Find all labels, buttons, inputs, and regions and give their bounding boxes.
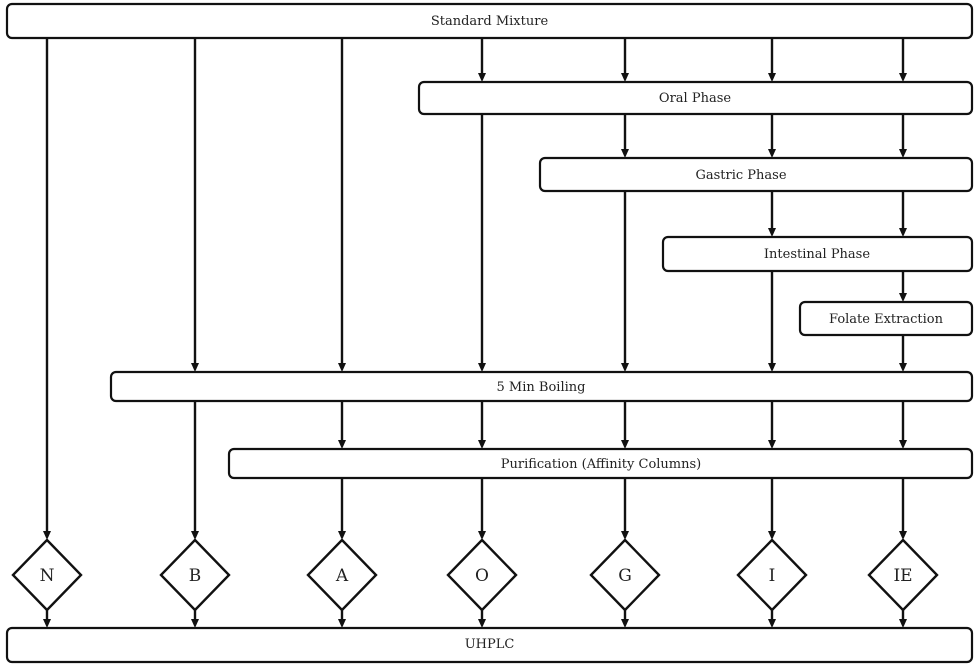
- gastric-phase-label: Gastric Phase: [695, 168, 786, 183]
- sample-node-i: I: [736, 538, 808, 612]
- gastric-phase-box: Gastric Phase: [538, 156, 974, 193]
- arrow-ie-oral-to-gastric-arrowhead: [899, 149, 907, 158]
- boiling-label: 5 Min Boiling: [497, 380, 586, 395]
- arrow-ie-purification-to-sample-arrowhead: [899, 531, 907, 540]
- folate-extraction-label: Folate Extraction: [829, 312, 944, 327]
- arrow-b-sample-to-uhplc-arrowhead: [191, 619, 199, 628]
- arrow-i-sample-to-uhplc-arrowhead: [768, 619, 776, 628]
- sample-node-g: G: [589, 538, 661, 612]
- arrow-o-oral-to-boiling-arrowhead: [478, 363, 486, 372]
- arrow-a-sample-to-uhplc-arrowhead: [338, 619, 346, 628]
- sample-label-b: B: [189, 566, 202, 586]
- arrow-g-purification-to-sample-arrowhead: [621, 531, 629, 540]
- arrow-i-purification-to-sample-arrowhead: [768, 531, 776, 540]
- arrow-ie-intestinal-to-folate-arrowhead: [899, 293, 907, 302]
- arrow-a-mixture-to-boiling-arrowhead: [338, 363, 346, 372]
- uhplc-label: UHPLC: [465, 637, 515, 652]
- arrow-g-gastric-to-boiling-arrowhead: [621, 363, 629, 372]
- arrow-i-mixture-to-oral-arrowhead: [768, 73, 776, 82]
- arrow-n-sample-to-uhplc-arrowhead: [43, 619, 51, 628]
- arrow-i-boiling-to-purification-arrowhead: [768, 440, 776, 449]
- purification-box: Purification (Affinity Columns): [227, 447, 974, 480]
- arrow-ie-boiling-to-purification-arrowhead: [899, 440, 907, 449]
- uhplc-box: UHPLC: [5, 626, 974, 664]
- sample-label-a: A: [335, 566, 349, 586]
- arrow-o-sample-to-uhplc-arrowhead: [478, 619, 486, 628]
- flow-connectors: [43, 38, 907, 628]
- arrow-i-intestinal-to-boiling-arrowhead: [768, 363, 776, 372]
- arrow-o-mixture-to-oral-arrowhead: [478, 73, 486, 82]
- arrow-ie-folate-to-boiling-arrowhead: [899, 363, 907, 372]
- boiling-box: 5 Min Boiling: [109, 370, 974, 403]
- arrow-g-boiling-to-purification-arrowhead: [621, 440, 629, 449]
- arrow-o-purification-to-sample-arrowhead: [478, 531, 486, 540]
- arrow-o-boiling-to-purification-arrowhead: [478, 440, 486, 449]
- arrow-ie-sample-to-uhplc-arrowhead: [899, 619, 907, 628]
- sample-label-g: G: [618, 566, 632, 586]
- arrow-a-purification-to-sample-arrowhead: [338, 531, 346, 540]
- oral-phase-label: Oral Phase: [659, 91, 731, 106]
- sample-label-n: N: [40, 566, 55, 586]
- arrow-g-sample-to-uhplc-arrowhead: [621, 619, 629, 628]
- arrow-ie-mixture-to-oral-arrowhead: [899, 73, 907, 82]
- arrow-b-boiling-to-sample-arrowhead: [191, 531, 199, 540]
- intestinal-phase-label: Intestinal Phase: [764, 247, 870, 262]
- sample-label-o: O: [475, 566, 489, 586]
- standard-mixture-label: Standard Mixture: [431, 14, 549, 29]
- sample-node-a: A: [306, 538, 378, 612]
- sample-label-i: I: [769, 566, 776, 586]
- folate-extraction-box: Folate Extraction: [798, 300, 974, 337]
- oral-phase-box: Oral Phase: [417, 80, 974, 116]
- standard-mixture-box: Standard Mixture: [5, 2, 974, 40]
- arrow-i-gastric-to-intestinal-arrowhead: [768, 228, 776, 237]
- sample-node-n: N: [11, 538, 83, 612]
- sample-node-ie: IE: [867, 538, 939, 612]
- sample-node-o: O: [446, 538, 518, 612]
- arrow-g-mixture-to-oral-arrowhead: [621, 73, 629, 82]
- purification-label: Purification (Affinity Columns): [501, 457, 702, 472]
- arrow-b-mixture-to-boiling-arrowhead: [191, 363, 199, 372]
- sample-label-ie: IE: [893, 566, 912, 586]
- arrow-g-oral-to-gastric-arrowhead: [621, 149, 629, 158]
- arrow-ie-gastric-to-intestinal-arrowhead: [899, 228, 907, 237]
- arrow-a-boiling-to-purification-arrowhead: [338, 440, 346, 449]
- sample-node-b: B: [159, 538, 231, 612]
- arrow-n-mixture-to-sample-arrowhead: [43, 531, 51, 540]
- intestinal-phase-box: Intestinal Phase: [661, 235, 974, 273]
- arrow-i-oral-to-gastric-arrowhead: [768, 149, 776, 158]
